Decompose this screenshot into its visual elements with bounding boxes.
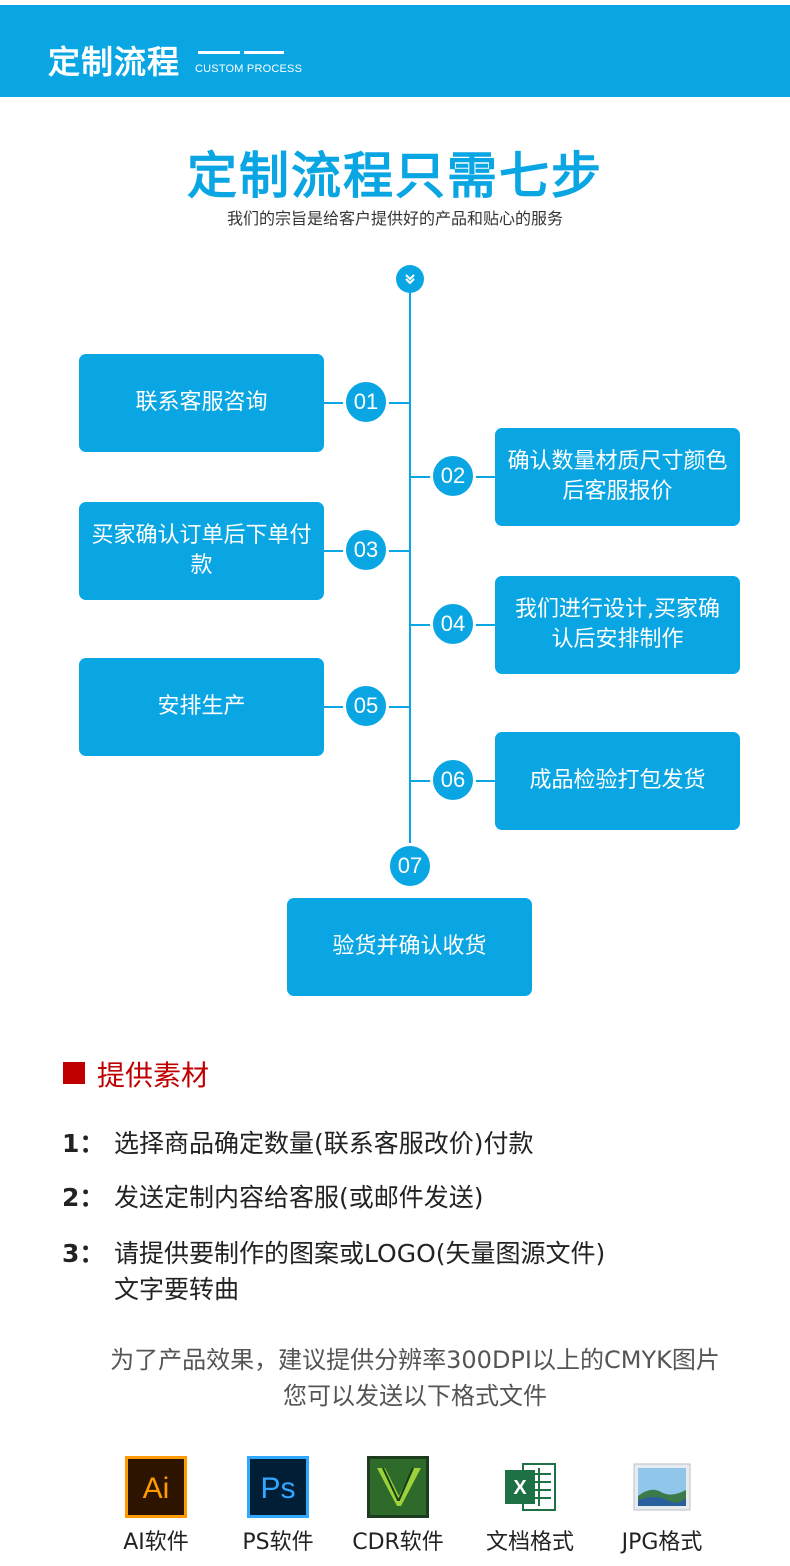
step-label: 确认数量材质尺寸颜色后客服报价 — [507, 449, 728, 504]
excel-file-icon: X — [499, 1456, 561, 1518]
step-number: 05 — [343, 683, 389, 729]
header-bar: 定制流程 CUSTOM PROCESS — [0, 5, 790, 97]
format-item: X 文档格式 — [470, 1456, 590, 1556]
page-subtitle: 我们的宗旨是给客户提供好的产品和贴心的服务 — [226, 209, 563, 228]
note-text: 您可以发送以下格式文件 — [283, 1382, 547, 1410]
step-box: 成品检验打包发货 — [495, 732, 740, 830]
step-box: 验货并确认收货 — [287, 898, 532, 996]
step-number: 06 — [430, 757, 476, 803]
step-box: 确认数量材质尺寸颜色后客服报价 — [495, 428, 740, 526]
step-label: 买家确认订单后下单付款 — [91, 523, 312, 578]
header-title: 定制流程 — [48, 43, 181, 81]
chevron-down-icon — [396, 265, 424, 293]
header-divider — [198, 51, 240, 54]
step-label: 联系客服咨询 — [135, 390, 268, 415]
format-label: 文档格式 — [485, 1530, 574, 1555]
format-label: AI软件 — [123, 1530, 189, 1555]
ai-file-icon: Ai — [125, 1456, 187, 1518]
list-item-text: 文字要转曲 — [114, 1275, 240, 1304]
list-item: 3： 请提供要制作的图案或LOGO(矢量图源文件) 文字要转曲 — [62, 1236, 605, 1308]
note-text: 为了产品效果，建议提供分辨率300DPI以上的CMYK图片 — [110, 1346, 720, 1374]
jpg-image-icon — [631, 1456, 693, 1518]
format-item: Ai AI软件 — [96, 1456, 216, 1556]
step-box: 我们进行设计,买家确认后安排制作 — [495, 576, 740, 674]
section-marker — [63, 1062, 85, 1084]
step-label: 验货并确认收货 — [332, 934, 487, 959]
step-number: 04 — [430, 601, 476, 647]
section-title: 提供素材 — [97, 1059, 210, 1092]
step-number: 01 — [343, 379, 389, 425]
step-number: 02 — [430, 453, 476, 499]
step-number: 07 — [387, 843, 433, 889]
step-box: 联系客服咨询 — [79, 354, 324, 452]
list-item: 1： 选择商品确定数量(联系客服改价)付款 — [62, 1126, 534, 1162]
list-item-number: 3： — [62, 1239, 105, 1268]
step-label: 我们进行设计,买家确认后安排制作 — [515, 597, 720, 652]
format-label: CDR软件 — [352, 1530, 444, 1555]
format-label: PS软件 — [242, 1530, 314, 1555]
list-item-text: 发送定制内容给客服(或邮件发送) — [114, 1183, 484, 1212]
page-title: 定制流程只需七步 — [187, 147, 603, 205]
step-box: 买家确认订单后下单付款 — [79, 502, 324, 600]
step-box: 安排生产 — [79, 658, 324, 756]
cdr-file-icon — [367, 1456, 429, 1518]
header-subtitle: CUSTOM PROCESS — [195, 63, 303, 75]
svg-text:Ai: Ai — [143, 1472, 170, 1505]
format-label: JPG格式 — [621, 1530, 703, 1555]
list-item-number: 2： — [62, 1183, 105, 1212]
ps-file-icon: Ps — [247, 1456, 309, 1518]
format-item: Ps PS软件 — [218, 1456, 338, 1556]
format-item: JPG格式 — [602, 1456, 722, 1556]
timeline-line — [409, 290, 411, 850]
step-number: 03 — [343, 527, 389, 573]
format-item: CDR软件 — [338, 1456, 458, 1556]
step-label: 安排生产 — [157, 694, 246, 719]
list-item-text: 选择商品确定数量(联系客服改价)付款 — [114, 1129, 534, 1158]
list-item-text: 请提供要制作的图案或LOGO(矢量图源文件) — [114, 1239, 606, 1268]
format-list: Ai AI软件 Ps PS软件 CDR软件 — [0, 1456, 790, 1566]
svg-text:X: X — [513, 1477, 527, 1499]
svg-text:Ps: Ps — [260, 1472, 295, 1505]
step-label: 成品检验打包发货 — [529, 768, 706, 793]
list-item: 2： 发送定制内容给客服(或邮件发送) — [62, 1180, 484, 1216]
list-item-number: 1： — [62, 1129, 105, 1158]
header-divider — [244, 51, 284, 54]
